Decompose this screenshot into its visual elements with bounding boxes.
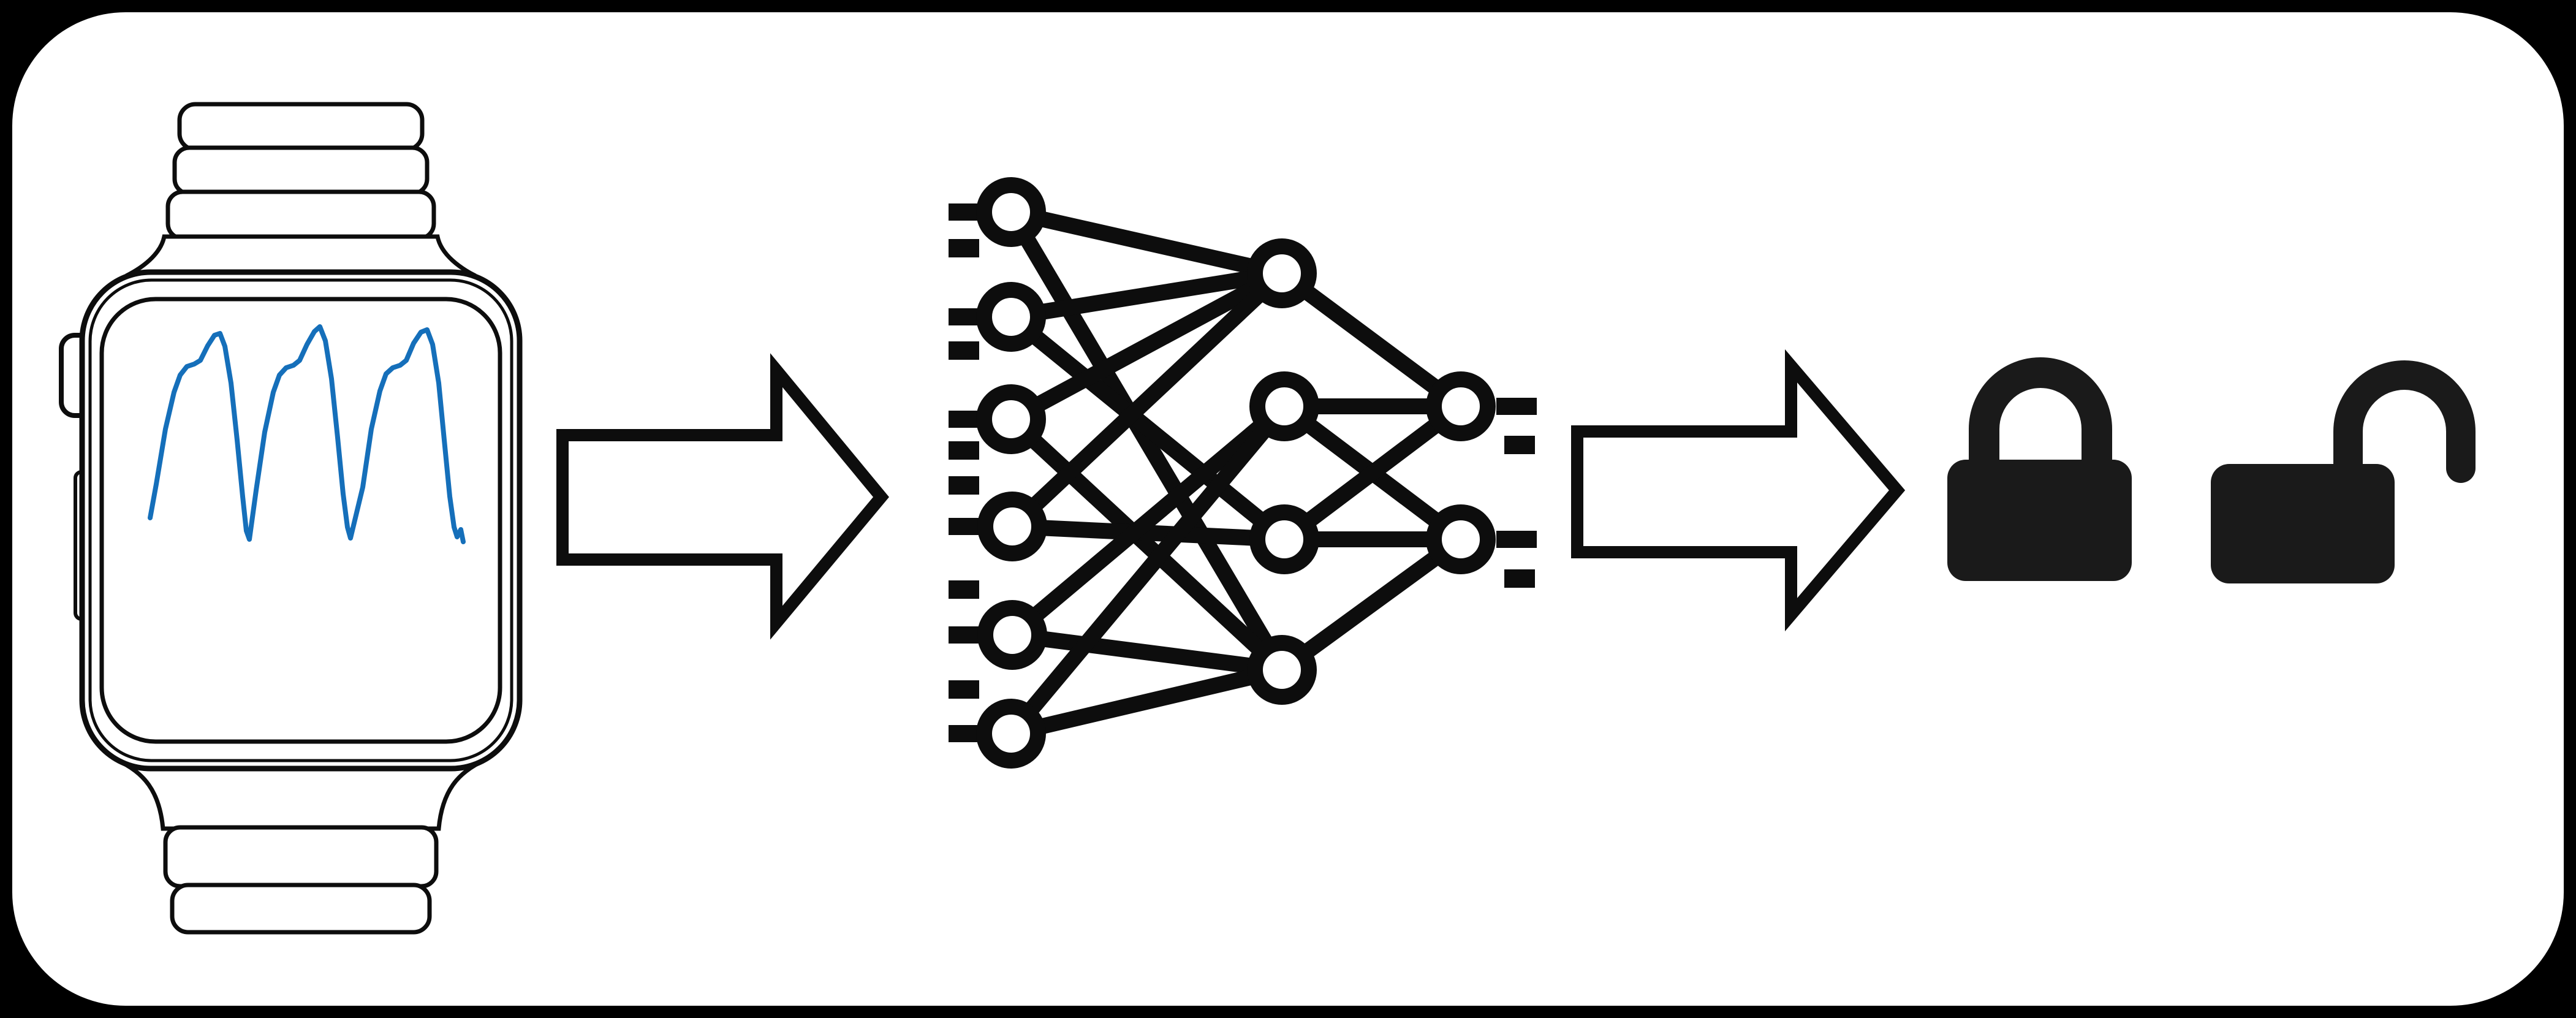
watch-band-link (177, 102, 425, 152)
network-edge (1004, 265, 1290, 534)
network-input-dash (949, 441, 979, 460)
network-edge (1003, 265, 1290, 427)
network-input-node (977, 492, 1047, 561)
network-input-dash (949, 580, 979, 599)
network-hidden-node (1247, 238, 1317, 308)
network-input-dash (949, 341, 979, 360)
lock-open-body (2211, 464, 2395, 583)
network-output-node (1426, 504, 1496, 574)
network-edge (1003, 204, 1290, 281)
network-input-dash (949, 239, 979, 257)
arrow-right-icon (1571, 349, 1906, 632)
network-edge (1004, 627, 1290, 678)
network-edge (1003, 309, 1292, 547)
ppg-waveform (148, 324, 466, 544)
network-input-node (976, 699, 1046, 769)
neural-network-icon (949, 177, 1537, 769)
network-hidden-node (1249, 371, 1319, 441)
network-hidden-node (1249, 504, 1319, 574)
network-edge (1004, 518, 1292, 547)
network-input-node (976, 384, 1046, 454)
network-edge (1003, 204, 1290, 678)
lock-closed-shackle (1969, 357, 2112, 472)
network-output-node (1426, 371, 1496, 441)
lock-open-shackle (2333, 360, 2476, 488)
lock-closed-icon (1947, 357, 2132, 581)
network-edge (1274, 531, 1469, 678)
network-output-dash (1504, 569, 1535, 588)
watch-band-link (170, 883, 432, 935)
network-edge (1003, 265, 1290, 325)
smartwatch-icon (59, 102, 523, 935)
arrow-right-icon (556, 353, 889, 640)
network-output-dash (1504, 436, 1535, 454)
network-edge (1004, 398, 1292, 643)
watch-band-lug-bottom (118, 762, 483, 831)
network-edge (1003, 411, 1290, 678)
watch-band-link (163, 825, 439, 889)
network-edge (1274, 265, 1469, 414)
network-input-dash (949, 476, 979, 495)
network-hidden-node (1247, 635, 1317, 705)
network-edge (1276, 398, 1469, 547)
network-input-node (976, 282, 1046, 352)
network-edge (1003, 398, 1292, 742)
watch-band-link (165, 189, 436, 241)
network-input-node (976, 177, 1046, 247)
network-input-node (977, 600, 1047, 670)
network-edge (1003, 662, 1290, 742)
lock-closed-body (1947, 460, 2132, 581)
lock-open-icon (2211, 360, 2476, 583)
watch-case-inner-line (88, 278, 513, 762)
watch-band-link (172, 145, 430, 196)
network-input-dash (949, 680, 979, 699)
watch-screen (99, 297, 502, 744)
